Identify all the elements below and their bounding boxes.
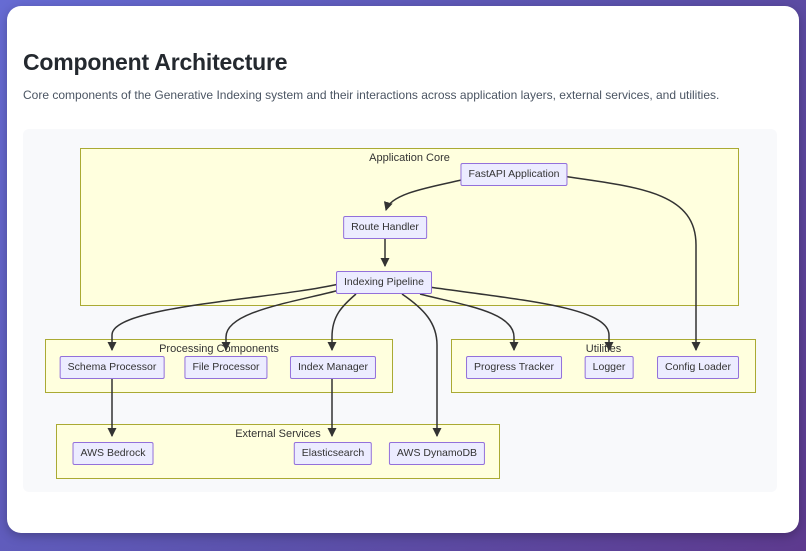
node-route-handler: Route Handler xyxy=(343,216,427,239)
node-elasticsearch: Elasticsearch xyxy=(293,442,373,465)
page-title: Component Architecture xyxy=(23,49,288,75)
node-progress-tracker: Progress Tracker xyxy=(466,356,562,379)
content-card: Component Architecture Core components o… xyxy=(7,6,799,533)
node-indexing-pipeline: Indexing Pipeline xyxy=(336,271,432,294)
node-fastapi-application: FastAPI Application xyxy=(460,163,568,186)
page-subtitle: Core components of the Generative Indexi… xyxy=(23,88,720,102)
architecture-diagram: Application Core Processing Components U… xyxy=(23,129,777,492)
node-index-manager: Index Manager xyxy=(289,356,377,379)
node-config-loader: Config Loader xyxy=(657,356,739,379)
node-logger: Logger xyxy=(584,356,634,379)
cluster-label-external-services: External Services xyxy=(235,428,321,440)
cluster-label-processing-components: Processing Components xyxy=(159,343,279,355)
node-file-processor: File Processor xyxy=(184,356,268,379)
node-aws-dynamodb: AWS DynamoDB xyxy=(388,442,486,465)
node-schema-processor: Schema Processor xyxy=(59,356,165,379)
node-aws-bedrock: AWS Bedrock xyxy=(72,442,154,465)
cluster-label-utilities: Utilities xyxy=(585,343,622,355)
edge-indexing-pipeline-to-aws-dynamodb xyxy=(401,293,442,438)
cluster-label-application-core: Application Core xyxy=(369,152,450,164)
